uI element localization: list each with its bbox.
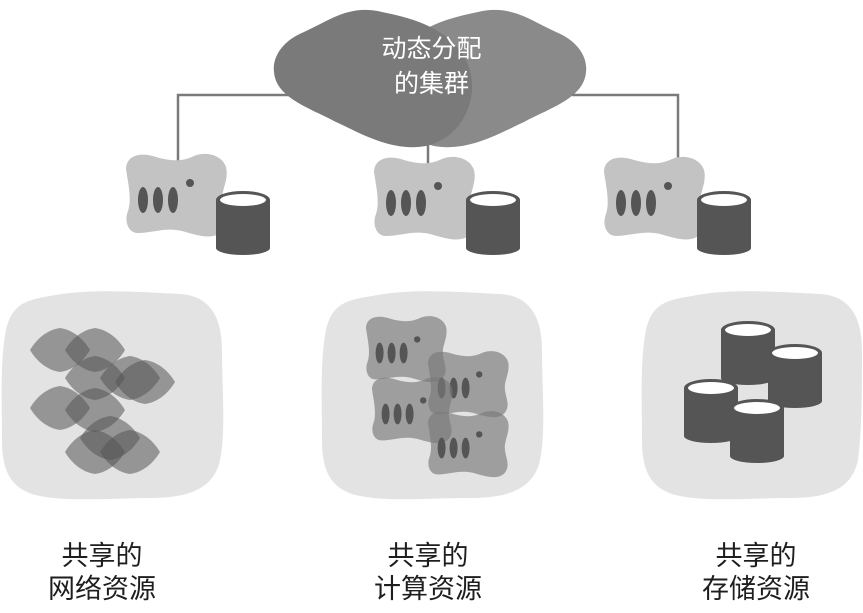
panel-storage-bg: [641, 291, 862, 500]
storage-db-4: [730, 399, 784, 463]
label-network: 共享的 网络资源: [0, 540, 212, 606]
connector-left: [176, 93, 290, 168]
label-storage: 共享的 存储资源: [646, 540, 863, 606]
panel-storage: [641, 291, 862, 500]
panel-network: [1, 291, 224, 500]
label-compute-line1: 共享的: [387, 541, 469, 572]
cluster-lobe-right: [387, 9, 587, 148]
node-server-right: [604, 156, 705, 240]
label-network-line1: 共享的: [61, 541, 143, 572]
node-db-center: [466, 191, 520, 255]
node-db-left: [216, 191, 270, 255]
node-server-center: [374, 156, 475, 240]
node-server-left: [126, 153, 227, 237]
panel-network-bg: [1, 291, 224, 500]
label-compute-line2: 计算资源: [374, 574, 482, 605]
label-storage-line2: 存储资源: [702, 574, 810, 605]
node-db-right: [697, 191, 751, 255]
panel-compute: [321, 291, 544, 500]
cluster-label: 动态分配 的集群: [300, 31, 563, 101]
label-compute: 共享的 计算资源: [318, 540, 538, 606]
compute-server-1: [366, 316, 447, 383]
compute-server-3: [372, 377, 453, 444]
storage-db-2: [768, 344, 822, 408]
compute-server-4: [428, 411, 509, 478]
cluster-shape: [273, 9, 587, 148]
cluster-label-line2: 的集群: [393, 69, 469, 98]
label-network-line2: 网络资源: [48, 574, 156, 605]
storage-db-1: [721, 321, 775, 385]
storage-db-3: [684, 379, 738, 443]
label-storage-line1: 共享的: [715, 541, 797, 572]
connector-right: [572, 93, 680, 168]
cluster-label-line1: 动态分配: [381, 34, 482, 63]
